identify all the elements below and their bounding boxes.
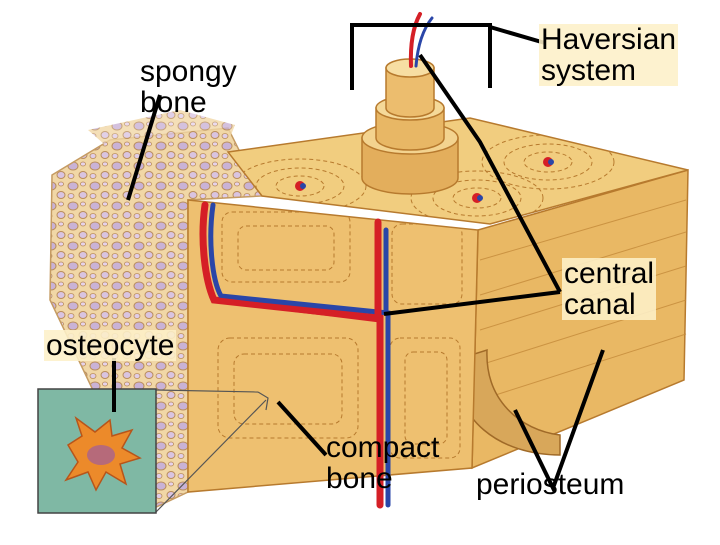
central-canal-leader-mid <box>383 290 561 316</box>
haversian-system-label-line2: system <box>541 54 637 87</box>
haversian-system-label-line1: Haversian <box>541 23 677 56</box>
spongy-bone-leader <box>126 94 162 201</box>
spongy-bone-label-line1: spongy <box>140 55 237 88</box>
haversian-vessels <box>408 12 434 68</box>
periosteum-label: periosteum <box>476 468 625 501</box>
central-canal-leader-top <box>418 53 562 293</box>
osteocyte-inset <box>37 388 269 514</box>
central-canal-label: central canal <box>562 257 657 321</box>
compact-bone-leader <box>276 400 328 457</box>
osteocyte-nucleus <box>87 445 115 465</box>
periosteum-leader <box>513 349 605 494</box>
haversian-system-label: Haversian system <box>539 23 679 87</box>
compact-bone-label-line1: compact <box>326 431 440 464</box>
haversian-bracket <box>350 23 492 90</box>
compact-bone-label: compact bone <box>326 432 439 494</box>
blood-vessels <box>199 201 391 509</box>
central-canal-label-line1: central <box>564 257 655 290</box>
leader-lines <box>112 23 605 494</box>
spongy-bone-label-line2: bone <box>140 86 207 119</box>
compact-bone-label-line2: bone <box>326 462 393 495</box>
spongy-bone-label: spongy bone <box>140 56 237 118</box>
central-canal-label-line2: canal <box>564 288 636 321</box>
haversian-cylinder <box>361 58 459 195</box>
front-lamellae <box>217 211 463 459</box>
osteocyte-label: osteocyte <box>44 329 177 362</box>
top-canal-dots <box>295 157 554 203</box>
